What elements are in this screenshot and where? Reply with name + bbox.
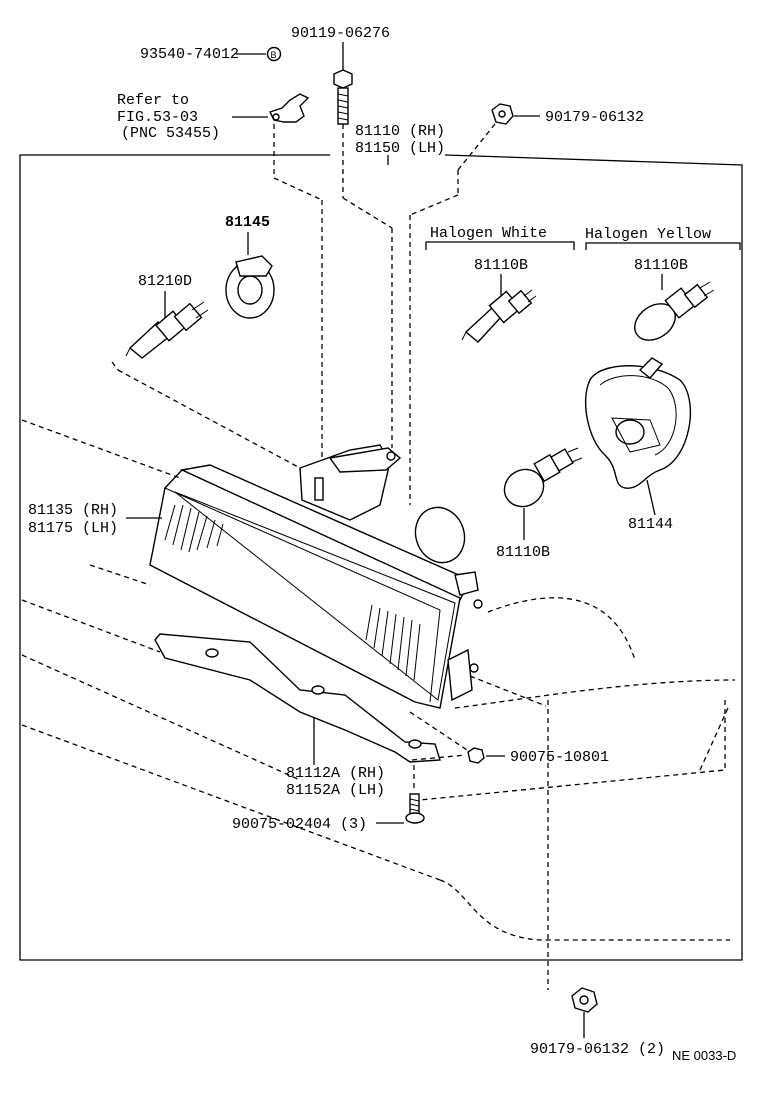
label-90075-02404: 90075-02404 (3) [232, 816, 367, 833]
label-81144: 81144 [628, 516, 673, 533]
label-81150-lh: 81150 (LH) [355, 140, 445, 157]
label-81175-lh: 81175 (LH) [28, 520, 118, 537]
nut-90179-bottom-icon [571, 987, 598, 1013]
bracket-81112a-icon [154, 633, 441, 763]
screw-90075-02404-icon [405, 793, 425, 824]
halogen-yellow-bulb-icon [634, 281, 715, 341]
headlamp-assembly-icon [149, 444, 483, 709]
label-90179-06132-bottom: 90179-06132 (2) [530, 1041, 665, 1058]
label-81112a-rh: 81112A (RH) [286, 765, 385, 782]
vehicle-body-outline [21, 419, 736, 990]
nut-90075-10801-icon [467, 747, 485, 764]
label-81152a-lh: 81152A (LH) [286, 782, 385, 799]
reference-code: NE 0033-D [672, 1048, 736, 1063]
bulb-socket-81145-icon [225, 255, 275, 319]
label-halogen-yellow: Halogen Yellow [585, 226, 711, 243]
circle-b-icon [266, 46, 282, 62]
refer-to-line3: (PNC 53455) [121, 125, 220, 142]
main-frame [19, 154, 743, 961]
socket-shield-81144-icon [584, 357, 692, 489]
lower-bulb-icon [503, 447, 583, 508]
nut-90179-top-icon [491, 103, 514, 125]
refer-to-line1: Refer to [117, 92, 189, 109]
label-81110b-white: 81110B [474, 257, 528, 274]
label-81145: 81145 [225, 214, 270, 231]
label-81135-rh: 81135 (RH) [28, 502, 118, 519]
halogen-white-bulb-icon [461, 289, 537, 343]
clip-bracket-icon [269, 93, 310, 123]
label-81110b-yellow: 81110B [634, 257, 688, 274]
label-93540-74012: 93540-74012 [140, 46, 239, 63]
label-81110b-lower: 81110B [496, 544, 550, 561]
bulb-81210d-icon [125, 301, 209, 359]
circle-b-label: B [271, 50, 277, 60]
label-90075-10801: 90075-10801 [510, 749, 609, 766]
label-81110-rh: 81110 (RH) [355, 123, 445, 140]
label-81210d: 81210D [138, 273, 192, 290]
refer-to-line2: FIG.53-03 [117, 109, 198, 126]
bolt-90119-icon [333, 69, 353, 125]
label-90119-06276: 90119-06276 [291, 25, 390, 42]
label-90179-06132-top: 90179-06132 [545, 109, 644, 126]
label-halogen-white: Halogen White [430, 225, 547, 242]
